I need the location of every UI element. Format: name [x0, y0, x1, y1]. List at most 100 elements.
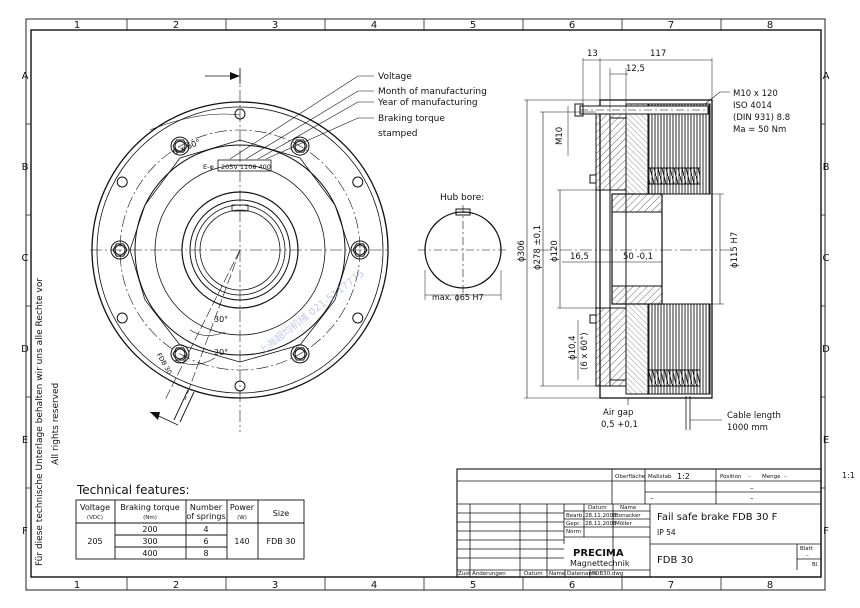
callout-voltage: Voltage [378, 72, 412, 82]
tb-blatt-dash: – [806, 553, 809, 559]
screw-spec-1: M10 x 120 [733, 89, 778, 99]
bolt-hole [170, 136, 190, 156]
bolt-hole [170, 344, 190, 364]
dim-12-5: 12,5 [626, 64, 645, 74]
title-block [456, 468, 822, 578]
zone-col-5: 5 [470, 20, 476, 31]
zone-col-1: 1 [74, 20, 80, 31]
screw-spec-4: Ma = 50 Nm [733, 125, 786, 135]
cable-length-1: Cable length [727, 411, 781, 421]
td-size: FDB 30 [267, 537, 296, 546]
section-labels: 13 117 12,5 M10 M10 x 120 ISO 4014 (DIN … [517, 49, 790, 433]
outer-frame [25, 18, 826, 591]
th-voltage: Voltage [80, 503, 110, 512]
td-springs-3: 8 [203, 549, 208, 558]
tech-table-text: Voltage (VDC) Braking torque (Nm) Number… [80, 503, 296, 558]
front-view [90, 68, 389, 432]
zone-row-C: C [823, 253, 830, 264]
td-torque-2: 300 [142, 537, 157, 546]
tb-bearb-date: 28.11.2008 [585, 513, 617, 519]
callout-leaders [229, 75, 374, 160]
spring-bottom [647, 369, 701, 387]
rights-note-en: All rights reserved [51, 383, 61, 465]
tb-company-1: PRECIMA [573, 548, 624, 559]
dim-13: 13 [587, 49, 598, 59]
front-outer-circle [91, 101, 389, 399]
callout-torque-2: stamped [378, 129, 417, 139]
title-block-text: Oberfläche Maßstab 1:2 Position – Menge … [458, 472, 819, 577]
td-power: 140 [234, 537, 249, 546]
tb-massstab: 1:2 [677, 472, 690, 481]
screw-spec-2: ISO 4014 [733, 101, 772, 111]
zone-col-6: 6 [569, 20, 575, 31]
tb-aenderungen: Änderungen [472, 570, 506, 577]
mounting-hole [234, 380, 246, 392]
tb-dateiname: Dateiname [567, 571, 598, 577]
callout-year: Year of manufacturing [377, 98, 478, 108]
air-gap-1: Air gap [603, 408, 633, 418]
zone-row-Al: A [22, 71, 29, 82]
zone-col-1b: 1 [74, 580, 80, 591]
zone-labels: 1 2 3 4 5 6 7 8 1 2 3 4 5 6 7 8 A B C D … [21, 20, 830, 591]
th-power: Power [230, 503, 255, 512]
mounting-hole [352, 312, 364, 324]
zone-col-4b: 4 [371, 580, 377, 591]
tb-dash-1: – [750, 484, 754, 492]
hatch-bottom [595, 307, 627, 387]
tb-position-dash: – [748, 474, 751, 480]
cable-length-2: 1000 mm [727, 423, 768, 433]
tb-file: FDB30.dwg [592, 571, 623, 577]
spring-top [647, 167, 701, 185]
tb-position: Position [720, 474, 742, 480]
zone-row-B: B [823, 162, 830, 173]
dia-306: ϕ306 [517, 240, 527, 262]
th-voltage-unit: (VDC) [87, 515, 103, 521]
th-size: Size [273, 509, 290, 518]
tb-datum2: Datum [524, 571, 543, 577]
tb-menge-dash: – [784, 474, 787, 480]
zone-col-7b: 7 [668, 580, 674, 591]
bolt-hole [290, 344, 310, 364]
mounting-hole [116, 312, 128, 324]
callout-texts: Voltage Month of manufacturing Year of m… [377, 72, 487, 139]
tb-product: Fail safe brake FDB 30 F [657, 512, 778, 523]
zone-row-Cl: C [22, 253, 29, 264]
td-springs-2: 6 [203, 537, 208, 546]
nameplate-prefix: E-φ [203, 163, 214, 171]
bolt-hole [350, 240, 370, 260]
screw-spec-3: (DIN 931) 8.8 [733, 113, 790, 123]
zone-col-8: 8 [767, 20, 773, 31]
mounting-hole [116, 176, 128, 188]
zone-col-7: 7 [668, 20, 674, 31]
zone-col-2b: 2 [173, 580, 179, 591]
tb-gepr: Gepr. [566, 521, 581, 527]
hub-bore-title: Hub bore: [440, 193, 484, 203]
td-springs-1: 4 [203, 525, 208, 534]
th-torque: Braking torque [120, 503, 180, 512]
dia-278: ϕ278 ±0,1 [533, 225, 543, 270]
dia-10-4: ϕ10,4 [568, 335, 578, 360]
zone-row-Fl: F [22, 526, 28, 537]
section-view [524, 58, 730, 430]
angle-30: 30° [214, 315, 228, 324]
tb-bl: Bl. [812, 562, 819, 568]
six-60: (6 x 60°) [580, 332, 590, 370]
mounting-hole [234, 108, 246, 120]
bolt-hole [110, 240, 130, 260]
zone-col-8b: 8 [767, 580, 773, 591]
dia-115: ϕ115 H7 [730, 232, 740, 268]
tb-bearb: Bearb. [566, 513, 584, 519]
callout-torque-1: Braking torque [378, 114, 445, 124]
tb-norm: Norm [566, 529, 581, 535]
dim-m10: M10 [555, 127, 565, 145]
tb-gepr-date: 28.11.2008 [585, 521, 617, 527]
tech-table [75, 499, 305, 560]
th-torque-unit: (Nm) [143, 515, 157, 521]
tb-oberflaeche: Oberfläche [615, 474, 646, 480]
nameplate-text: 205V 1108 400 [221, 163, 271, 171]
air-gap-2: 0,5 +0,1 [601, 420, 638, 430]
zone-row-E: E [823, 435, 829, 446]
hatch-top [595, 111, 627, 191]
inner-frame [30, 29, 822, 578]
zone-row-A: A [823, 71, 830, 82]
